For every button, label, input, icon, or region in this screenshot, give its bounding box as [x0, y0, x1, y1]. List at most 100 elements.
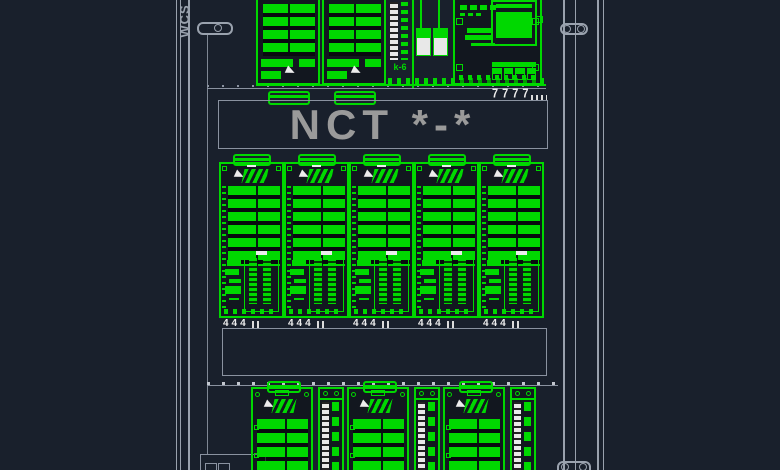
tick-marks — [317, 321, 325, 329]
tab-icon — [386, 251, 397, 255]
display-frame — [491, 0, 537, 46]
top-panel-2 — [322, 0, 386, 85]
arrow-icon — [284, 65, 297, 77]
base-foot-icon — [205, 463, 217, 470]
capacitor-bar — [379, 258, 387, 304]
bar-seam — [516, 186, 519, 266]
component-block — [365, 59, 381, 67]
display-screen — [496, 12, 532, 38]
hinge-knob-icon — [214, 24, 222, 32]
frame-line-right-1 — [563, 0, 565, 470]
component-cluster — [501, 169, 529, 183]
screw-icon — [419, 391, 424, 396]
label-text-block — [460, 13, 482, 16]
bar-seam — [354, 4, 356, 56]
hinge-bracket-top-left-icon — [197, 22, 233, 35]
hinge-bracket-top-right-icon — [560, 23, 588, 35]
tick-marks — [447, 321, 455, 329]
frame-line-left-2 — [180, 0, 181, 470]
component-cluster — [271, 399, 297, 413]
plug-connector-icon — [268, 91, 310, 105]
bottom-squares-row — [289, 309, 343, 314]
display-marker-row: 7777 — [492, 87, 533, 101]
io-panel-3 — [443, 381, 505, 470]
bar-seam — [380, 419, 383, 470]
terminal-blocks — [401, 2, 408, 60]
terminal-tick-column — [417, 186, 421, 308]
frame-line-right-4 — [603, 0, 604, 470]
component-cluster — [367, 399, 393, 413]
control-panel — [453, 0, 542, 85]
enclosure-left-line — [207, 33, 208, 454]
plug-connector-icon — [334, 91, 376, 105]
module-marker-row: 444 — [223, 318, 249, 329]
screw-icon — [323, 391, 328, 396]
mount-square-icon — [352, 166, 357, 171]
title-box: NCT *-* — [218, 100, 548, 149]
label-dash — [507, 165, 516, 167]
tab-icon — [256, 251, 267, 255]
component-cluster — [422, 260, 436, 266]
terminal-strip-2 — [414, 387, 440, 470]
component-cluster — [357, 260, 371, 266]
screw-icon — [515, 391, 520, 396]
tick-dots-row — [207, 85, 546, 87]
hinge-knob-icon — [563, 25, 571, 33]
mount-square-icon — [254, 453, 259, 458]
component-block — [261, 71, 281, 79]
contact-bars — [353, 419, 404, 470]
label-dash — [377, 165, 386, 167]
mount-square-icon — [532, 64, 539, 71]
sub-module-box — [374, 251, 409, 312]
terminal-strip-top: k-6 — [388, 0, 414, 88]
separator-line-top — [207, 88, 546, 89]
module-marker-row: 444 — [288, 318, 314, 329]
component-block — [261, 59, 293, 67]
drive-module-1 — [219, 154, 284, 318]
strip-header — [512, 389, 534, 400]
label-dash — [312, 165, 321, 167]
terminal-tick-column — [222, 186, 226, 308]
bar-seam — [321, 186, 324, 266]
component-block — [327, 71, 347, 79]
bar-seam — [476, 419, 479, 470]
mount-square-icon — [254, 425, 259, 430]
sub-module-box — [244, 251, 279, 312]
terminal-rail-icon — [418, 402, 425, 470]
mount-square-icon — [456, 64, 463, 71]
display-header-bar — [496, 4, 532, 8]
io-panel-1 — [251, 381, 313, 470]
component-cluster — [463, 399, 489, 413]
mount-square-icon — [406, 166, 411, 171]
component-cluster — [306, 169, 334, 183]
terminal-rail-icon — [514, 402, 521, 470]
tick-marks — [531, 95, 547, 101]
terminal-rail-icon — [390, 2, 398, 60]
io-panel-2 — [347, 381, 409, 470]
screw-icon — [526, 391, 531, 396]
wire-line — [438, 0, 440, 28]
label-dash — [247, 165, 256, 167]
label-text-block — [460, 5, 496, 10]
component-cluster — [467, 28, 493, 33]
bottom-squares-row — [459, 75, 535, 80]
label-dash — [442, 165, 451, 167]
tick-marks — [252, 321, 260, 329]
contact-bars — [257, 419, 308, 470]
arrow-icon — [350, 65, 363, 77]
hinge-knob-icon — [579, 463, 587, 470]
capacitor-bar — [314, 258, 322, 304]
component-cluster — [227, 260, 241, 266]
screw-icon — [334, 391, 339, 396]
label-plate — [467, 390, 481, 396]
sub-module-box — [504, 251, 539, 312]
base-foot-icon — [218, 463, 230, 470]
tick-marks — [512, 321, 520, 329]
drive-module-4 — [414, 154, 479, 318]
capacitor-bar — [263, 258, 271, 304]
bar-seam — [256, 186, 259, 266]
terminal-tick-column — [287, 186, 291, 308]
module-marker-row: 444 — [483, 318, 509, 329]
hinge-knob-icon — [577, 25, 585, 33]
